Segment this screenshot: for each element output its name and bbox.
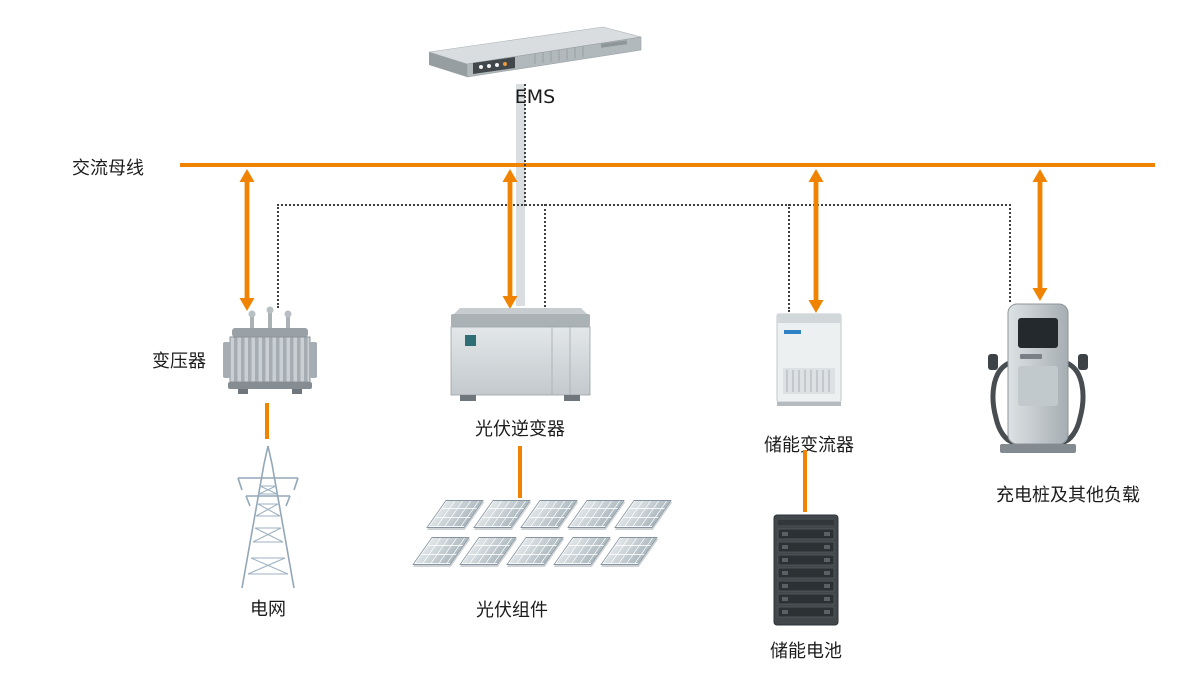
comm-line-drop-transformer <box>277 204 279 308</box>
pv-modules-label: 光伏组件 <box>476 600 548 621</box>
storage-converter-icon <box>776 313 842 406</box>
ac-bus-line <box>180 163 1155 167</box>
grid-tower-icon <box>237 445 299 589</box>
comm-line-horizontal <box>277 204 1011 206</box>
battery-label: 储能电池 <box>770 641 842 662</box>
ems-device-icon <box>428 26 642 78</box>
comm-line-drop-charger <box>1009 204 1011 302</box>
power-arrow-charger <box>1032 169 1048 301</box>
grid-label: 电网 <box>250 599 286 620</box>
connector-pcs-battery <box>803 450 807 512</box>
pv-array <box>412 500 672 565</box>
charger-load-label: 充电桩及其他负载 <box>996 485 1140 506</box>
pv-panel <box>614 500 672 528</box>
ac-bus-label: 交流母线 <box>72 158 144 179</box>
power-arrow-transformer <box>239 169 255 311</box>
transformer-label: 变压器 <box>152 351 206 372</box>
storage-converter-label: 储能变流器 <box>764 435 854 456</box>
pv-array-row <box>412 537 662 565</box>
transformer-icon <box>223 306 317 394</box>
pv-inverter-label: 光伏逆变器 <box>475 419 565 440</box>
comm-line-ems-drop <box>524 84 526 206</box>
power-arrow-storage-converter <box>808 169 824 313</box>
battery-cabinet-icon <box>773 514 839 626</box>
power-arrow-pv-inverter <box>502 169 518 309</box>
pv-panel <box>600 537 658 565</box>
connector-inverter-pv <box>518 446 522 498</box>
comm-line-drop-storage-converter <box>788 204 790 312</box>
connector-transformer-grid <box>265 403 269 439</box>
charger-icon <box>988 303 1088 453</box>
ems-label: EMS <box>514 86 556 108</box>
ems-inverter-gray-line <box>516 84 525 306</box>
comm-line-drop-inverter <box>544 204 546 307</box>
pv-array-row <box>426 500 672 528</box>
pv-inverter-icon <box>450 308 591 401</box>
